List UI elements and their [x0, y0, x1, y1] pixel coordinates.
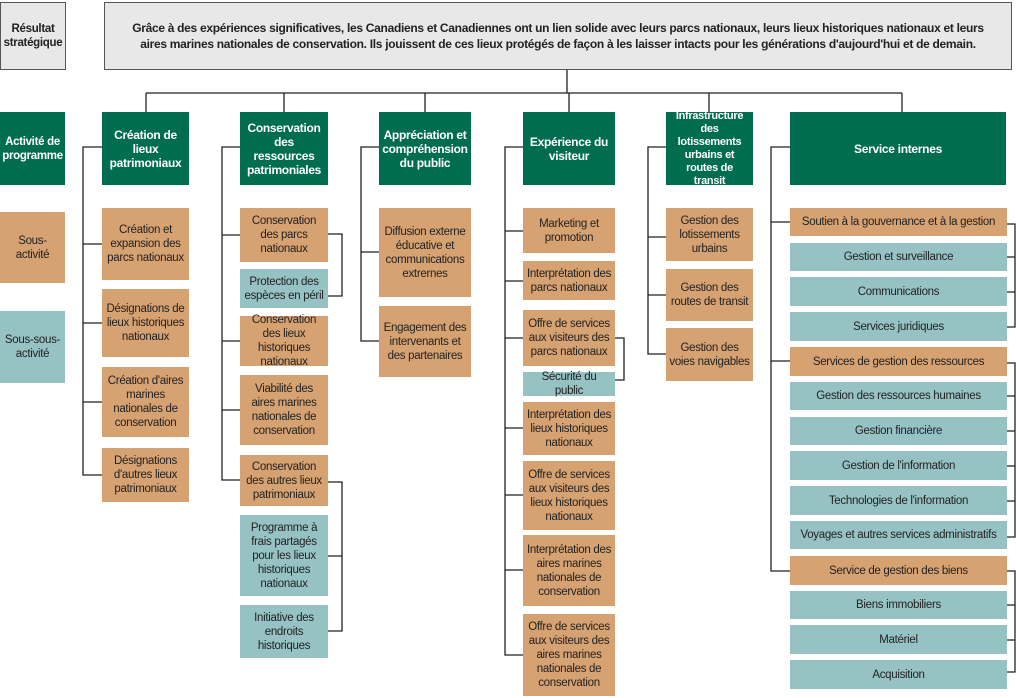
program-activity-header: Appréciation et compréhension du public — [379, 112, 471, 185]
sub-sub-activity-box: Matériel — [790, 625, 1007, 654]
program-activity-header: Infrastructure des lotissements urbains … — [666, 110, 753, 187]
sub-activity-box: Gestion des voies navigables — [666, 328, 753, 381]
sub-activity-box: Conservation des lieux historiques natio… — [240, 314, 328, 368]
sub-sub-activity-box: Voyages et autres services administratif… — [790, 521, 1007, 549]
legend-sub-sub-activity: Sous-sous-activité — [0, 311, 65, 383]
sub-activity-box: Gestion des lotissements urbains — [666, 208, 753, 261]
legend-program-activity: Activité de programme — [0, 112, 65, 185]
program-activity-header: Service internes — [790, 112, 1006, 185]
program-activity-header: Création de lieux patrimoniaux — [102, 112, 189, 185]
sub-activity-box: Offre de services aux visiteurs des lieu… — [523, 461, 615, 530]
legend-sub-activity: Sous-activité — [0, 212, 65, 283]
sub-activity-box: Désignations d'autres lieux patrimoniaux — [102, 448, 189, 502]
sub-activity-box: Création et expansion des parcs nationau… — [102, 208, 189, 280]
sub-activity-box: Gestion des routes de transit — [666, 269, 753, 321]
sub-activity-box: Conservation des parcs nationaux — [240, 208, 328, 262]
sub-sub-activity-box: Services juridiques — [790, 312, 1007, 341]
sub-sub-activity-box: Gestion des ressources humaines — [790, 382, 1007, 410]
sub-sub-activity-box: Biens immobiliers — [790, 591, 1007, 619]
sub-sub-activity-box: Gestion et surveillance — [790, 243, 1007, 271]
program-activity-header: Expérience du visiteur — [523, 112, 615, 185]
sub-activity-box: Création d'aires marines nationales de c… — [102, 367, 189, 437]
sub-activity-box: Soutien à la gouvernance et à la gestion — [790, 208, 1007, 236]
sub-sub-activity-box: Acquisition — [790, 660, 1007, 689]
sub-activity-box: Désignations de lieux historiques nation… — [102, 289, 189, 357]
sub-sub-activity-box: Protection des espèces en péril — [240, 269, 328, 308]
sub-sub-activity-box: Programme à frais partagés pour les lieu… — [240, 515, 328, 596]
program-activity-header: Conservation des ressources patrimoniale… — [240, 112, 328, 185]
sub-activity-box: Offre de services aux visiteurs des parc… — [523, 310, 615, 366]
sub-activity-box: Engagement des intervenants et des parte… — [379, 306, 471, 377]
sub-sub-activity-box: Sécurité du public — [523, 371, 615, 397]
sub-activity-box: Services de gestion des ressources — [790, 347, 1007, 376]
sub-sub-activity-box: Initiative des endroits historiques — [240, 605, 328, 658]
sub-activity-box: Service de gestion des biens — [790, 556, 1007, 585]
sub-activity-box: Conservation des autres lieux patrimonia… — [240, 455, 328, 506]
sub-activity-box: Offre de services aux visiteurs des aire… — [523, 614, 615, 696]
sub-sub-activity-box: Gestion de l'information — [790, 451, 1007, 480]
sub-activity-box: Interprétation des lieux historiques nat… — [523, 402, 615, 455]
strategic-outcome-label: Résultat stratégique — [0, 2, 66, 70]
sub-activity-box: Diffusion externe éducative et communica… — [379, 208, 471, 297]
sub-sub-activity-box: Technologies de l'information — [790, 486, 1007, 515]
sub-sub-activity-box: Communications — [790, 277, 1007, 306]
sub-activity-box: Viabilité des aires marines nationales d… — [240, 375, 328, 445]
sub-activity-box: Interprétation des aires marines nationa… — [523, 535, 615, 606]
sub-sub-activity-box: Gestion financière — [790, 417, 1007, 445]
sub-activity-box: Marketing et promotion — [523, 208, 615, 253]
sub-activity-box: Interprétation des parcs nationaux — [523, 261, 615, 300]
strategic-outcome-text: Grâce à des expériences significatives, … — [104, 2, 1012, 70]
